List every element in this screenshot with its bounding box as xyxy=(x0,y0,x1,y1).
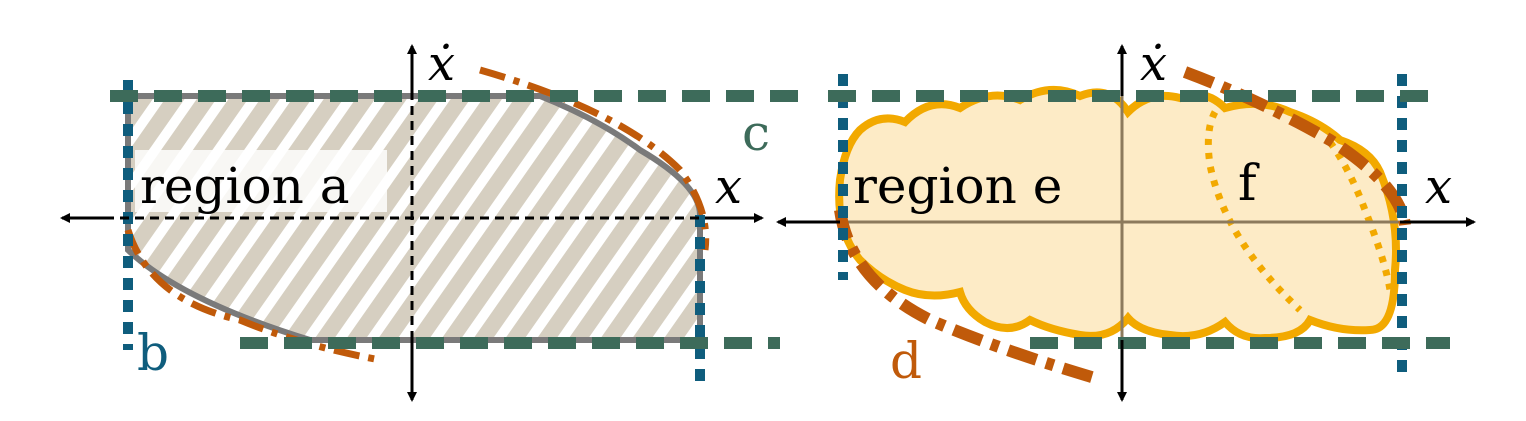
region-f-boundary xyxy=(1204,110,1394,313)
right-orange-boundary xyxy=(834,66,1411,384)
left-x-axis-label: x xyxy=(715,159,742,215)
left-panel: region a x ẋ b c xyxy=(60,36,800,402)
left-blue-boundary xyxy=(123,80,705,385)
left-orange-boundary xyxy=(124,66,710,364)
label-c: c xyxy=(742,104,770,162)
region-e-shape xyxy=(835,85,1400,343)
right-panel: region e f x ẋ d xyxy=(776,36,1476,402)
region-f-label: f xyxy=(1238,154,1260,212)
label-b: b xyxy=(137,324,169,382)
region-a-label-bg xyxy=(135,150,387,212)
region-e-label: region e xyxy=(853,157,1062,215)
label-d: d xyxy=(890,332,922,390)
region-a-label: region a xyxy=(140,157,350,215)
left-y-axis-label: ẋ xyxy=(428,36,455,92)
right-blue-boundary xyxy=(838,74,1407,380)
right-y-axis-label: ẋ xyxy=(1140,36,1167,92)
right-x-axis-label: x xyxy=(1425,159,1452,215)
